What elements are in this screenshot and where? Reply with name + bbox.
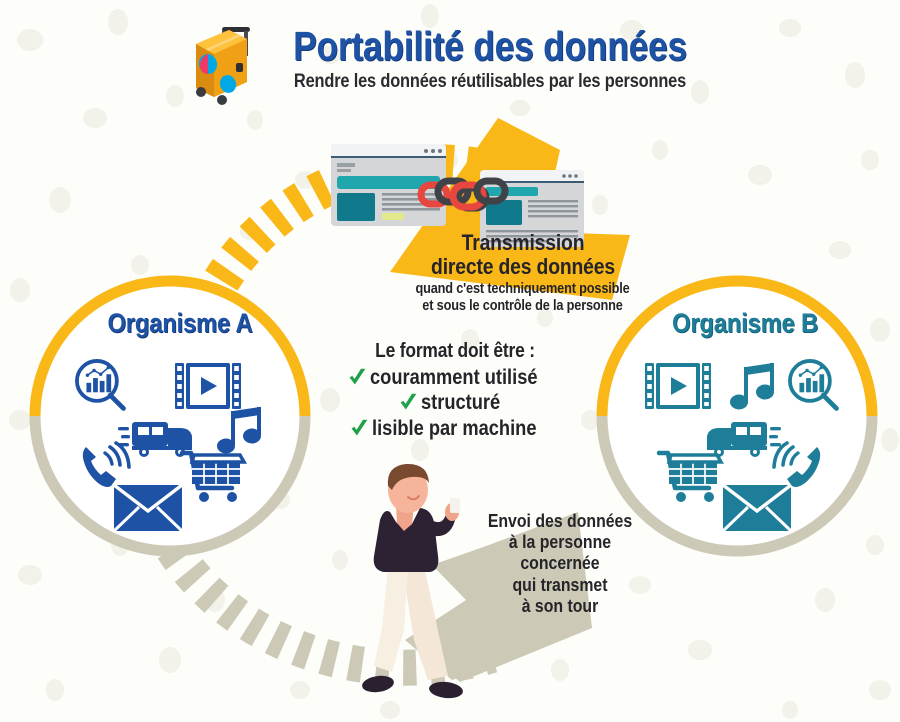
shopping-cart-icon — [656, 450, 725, 502]
page-title: Portabilité des données — [293, 23, 687, 69]
envoi-line5: à son tour — [521, 596, 599, 616]
envoi-line4: qui transmet — [512, 575, 608, 595]
envoi-line2: à la personne — [508, 532, 612, 552]
transmission-heading-line1: Transmission — [461, 230, 585, 255]
organisme-a-icon-set — [75, 359, 261, 533]
transmission-note-line1: quand c'est techniquement possible — [415, 280, 630, 297]
format-item: lisible par machine — [330, 417, 580, 440]
format-item: couramment utilisé — [330, 366, 580, 389]
browser-window-icon — [331, 144, 446, 226]
phone-ringing-icon — [772, 441, 821, 487]
music-note-icon — [730, 363, 774, 410]
organisme-b-label: Organisme B — [672, 308, 818, 338]
shopping-cart-icon — [179, 450, 248, 502]
delivery-truck-icon — [118, 422, 192, 457]
music-note-icon — [217, 407, 261, 454]
format-item: structuré — [330, 391, 580, 414]
format-item-label: structuré — [420, 391, 501, 414]
film-strip-icon — [175, 363, 241, 409]
phone-ringing-icon — [82, 441, 131, 487]
transmission-note-line2: et sous le contrôle de la personne — [422, 297, 623, 314]
envelope-icon — [721, 483, 793, 533]
envoi-line1: Envoi des données — [487, 511, 633, 531]
envoi-line3: concernée — [520, 553, 600, 573]
check-icon — [349, 418, 370, 439]
format-item-label: couramment utilisé — [370, 366, 538, 389]
delivery-truck-icon — [707, 422, 781, 457]
chart-magnifier-icon — [75, 359, 126, 411]
format-item-label: lisible par machine — [371, 417, 537, 440]
browser-windows-chain-illustration — [331, 144, 584, 247]
suitcase-icon — [196, 27, 250, 105]
walking-person-with-phone-icon — [362, 463, 463, 699]
format-heading: Le format doit être : — [375, 340, 535, 362]
transmission-heading-line2: directe des données — [431, 254, 615, 279]
envelope-icon — [112, 483, 184, 533]
chain-link-icon — [417, 177, 509, 212]
check-icon — [347, 367, 368, 388]
check-icon — [398, 392, 419, 413]
chart-magnifier-icon — [788, 359, 839, 411]
page-subtitle: Rendre les données réutilisables par les… — [293, 70, 687, 92]
organisme-a-label: Organisme A — [107, 308, 253, 338]
film-strip-icon — [645, 363, 711, 409]
organisme-b-icon-set — [645, 359, 839, 533]
